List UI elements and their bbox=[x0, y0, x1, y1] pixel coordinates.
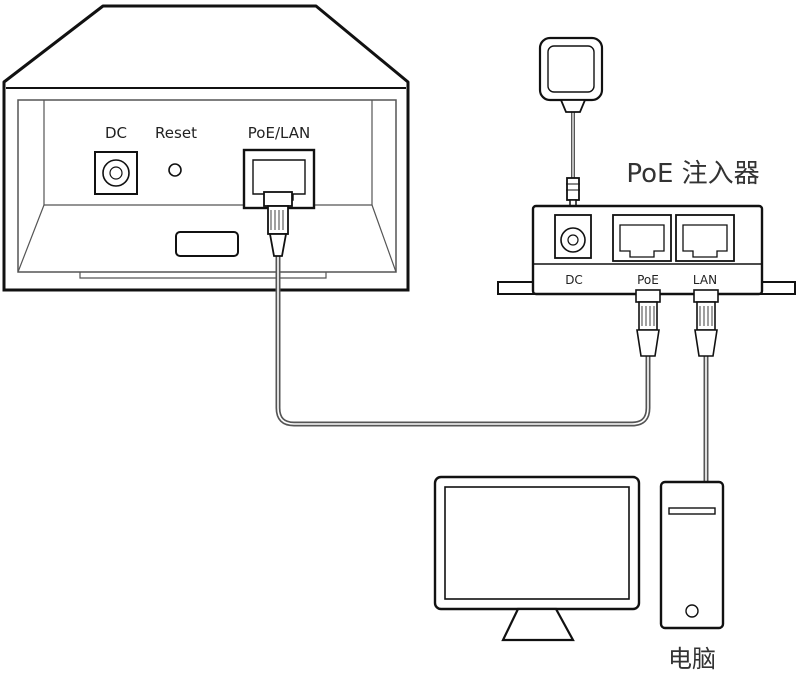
outdoor-unit: DC Reset PoE/LAN bbox=[2, 4, 410, 292]
rj45-plug-outdoor bbox=[263, 191, 293, 257]
injector-title: PoE 注入器 bbox=[626, 159, 759, 189]
rj45-plug-poe bbox=[635, 289, 661, 357]
poe-injector: DC PoE LAN bbox=[497, 204, 796, 296]
cables bbox=[275, 110, 709, 487]
outdoor-slot bbox=[175, 231, 239, 257]
computer-label: 电脑 bbox=[668, 645, 716, 673]
outdoor-poe-lan-label: PoE/LAN bbox=[248, 124, 310, 142]
outdoor-reset-label: Reset bbox=[155, 124, 197, 142]
monitor bbox=[433, 475, 641, 642]
injector-poe-port bbox=[612, 214, 672, 262]
pc-tower bbox=[659, 480, 725, 630]
rj45-plug-lan bbox=[693, 289, 719, 357]
outdoor-dc-port bbox=[94, 151, 138, 195]
injector-poe-label: PoE bbox=[637, 273, 659, 287]
injector-lan-label: LAN bbox=[693, 273, 717, 287]
injector-lan-port bbox=[675, 214, 735, 262]
power-adapter bbox=[538, 36, 604, 211]
injector-dc-label: DC bbox=[565, 273, 583, 287]
outdoor-dc-label: DC bbox=[105, 124, 127, 142]
injector-dc-port bbox=[554, 214, 592, 259]
reset-button bbox=[168, 163, 182, 177]
